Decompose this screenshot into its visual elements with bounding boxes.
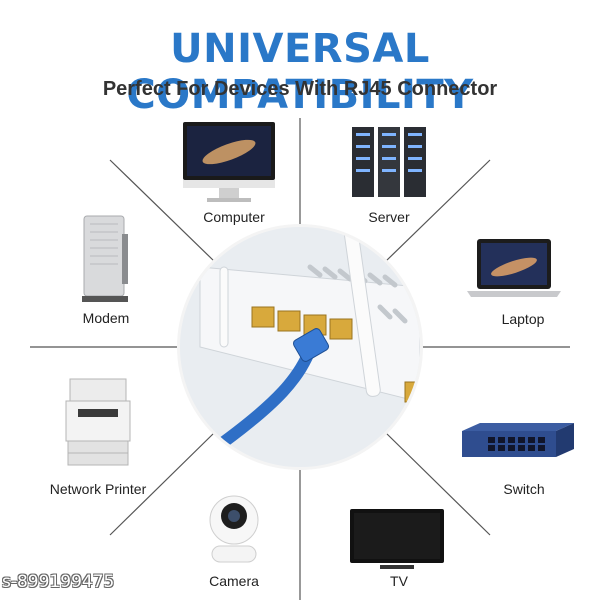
network-printer-label: Network Printer [49,481,147,497]
router-photo [180,227,420,467]
camera-label: Camera [209,573,259,589]
modem-label: Modem [82,310,130,326]
switch-label: Switch [503,481,545,497]
page-subtitle: Perfect For Devices With RJ45 Connector [102,78,498,100]
page-title: UNIVERSAL COMPATIBILITY [126,26,474,118]
watermark: s-899199475 [2,572,115,592]
computer-label: Computer [203,209,265,225]
camera-icon [206,490,262,573]
server-label: Server [368,209,410,225]
tv-icon [348,507,446,578]
laptop-label: Laptop [501,311,545,327]
switch-icon [458,421,576,468]
server-icon [346,125,432,204]
network-printer-icon [64,377,132,474]
laptop-icon [463,237,565,306]
computer-icon [181,122,277,211]
modem-icon [80,214,132,309]
tv-label: TV [390,573,408,589]
